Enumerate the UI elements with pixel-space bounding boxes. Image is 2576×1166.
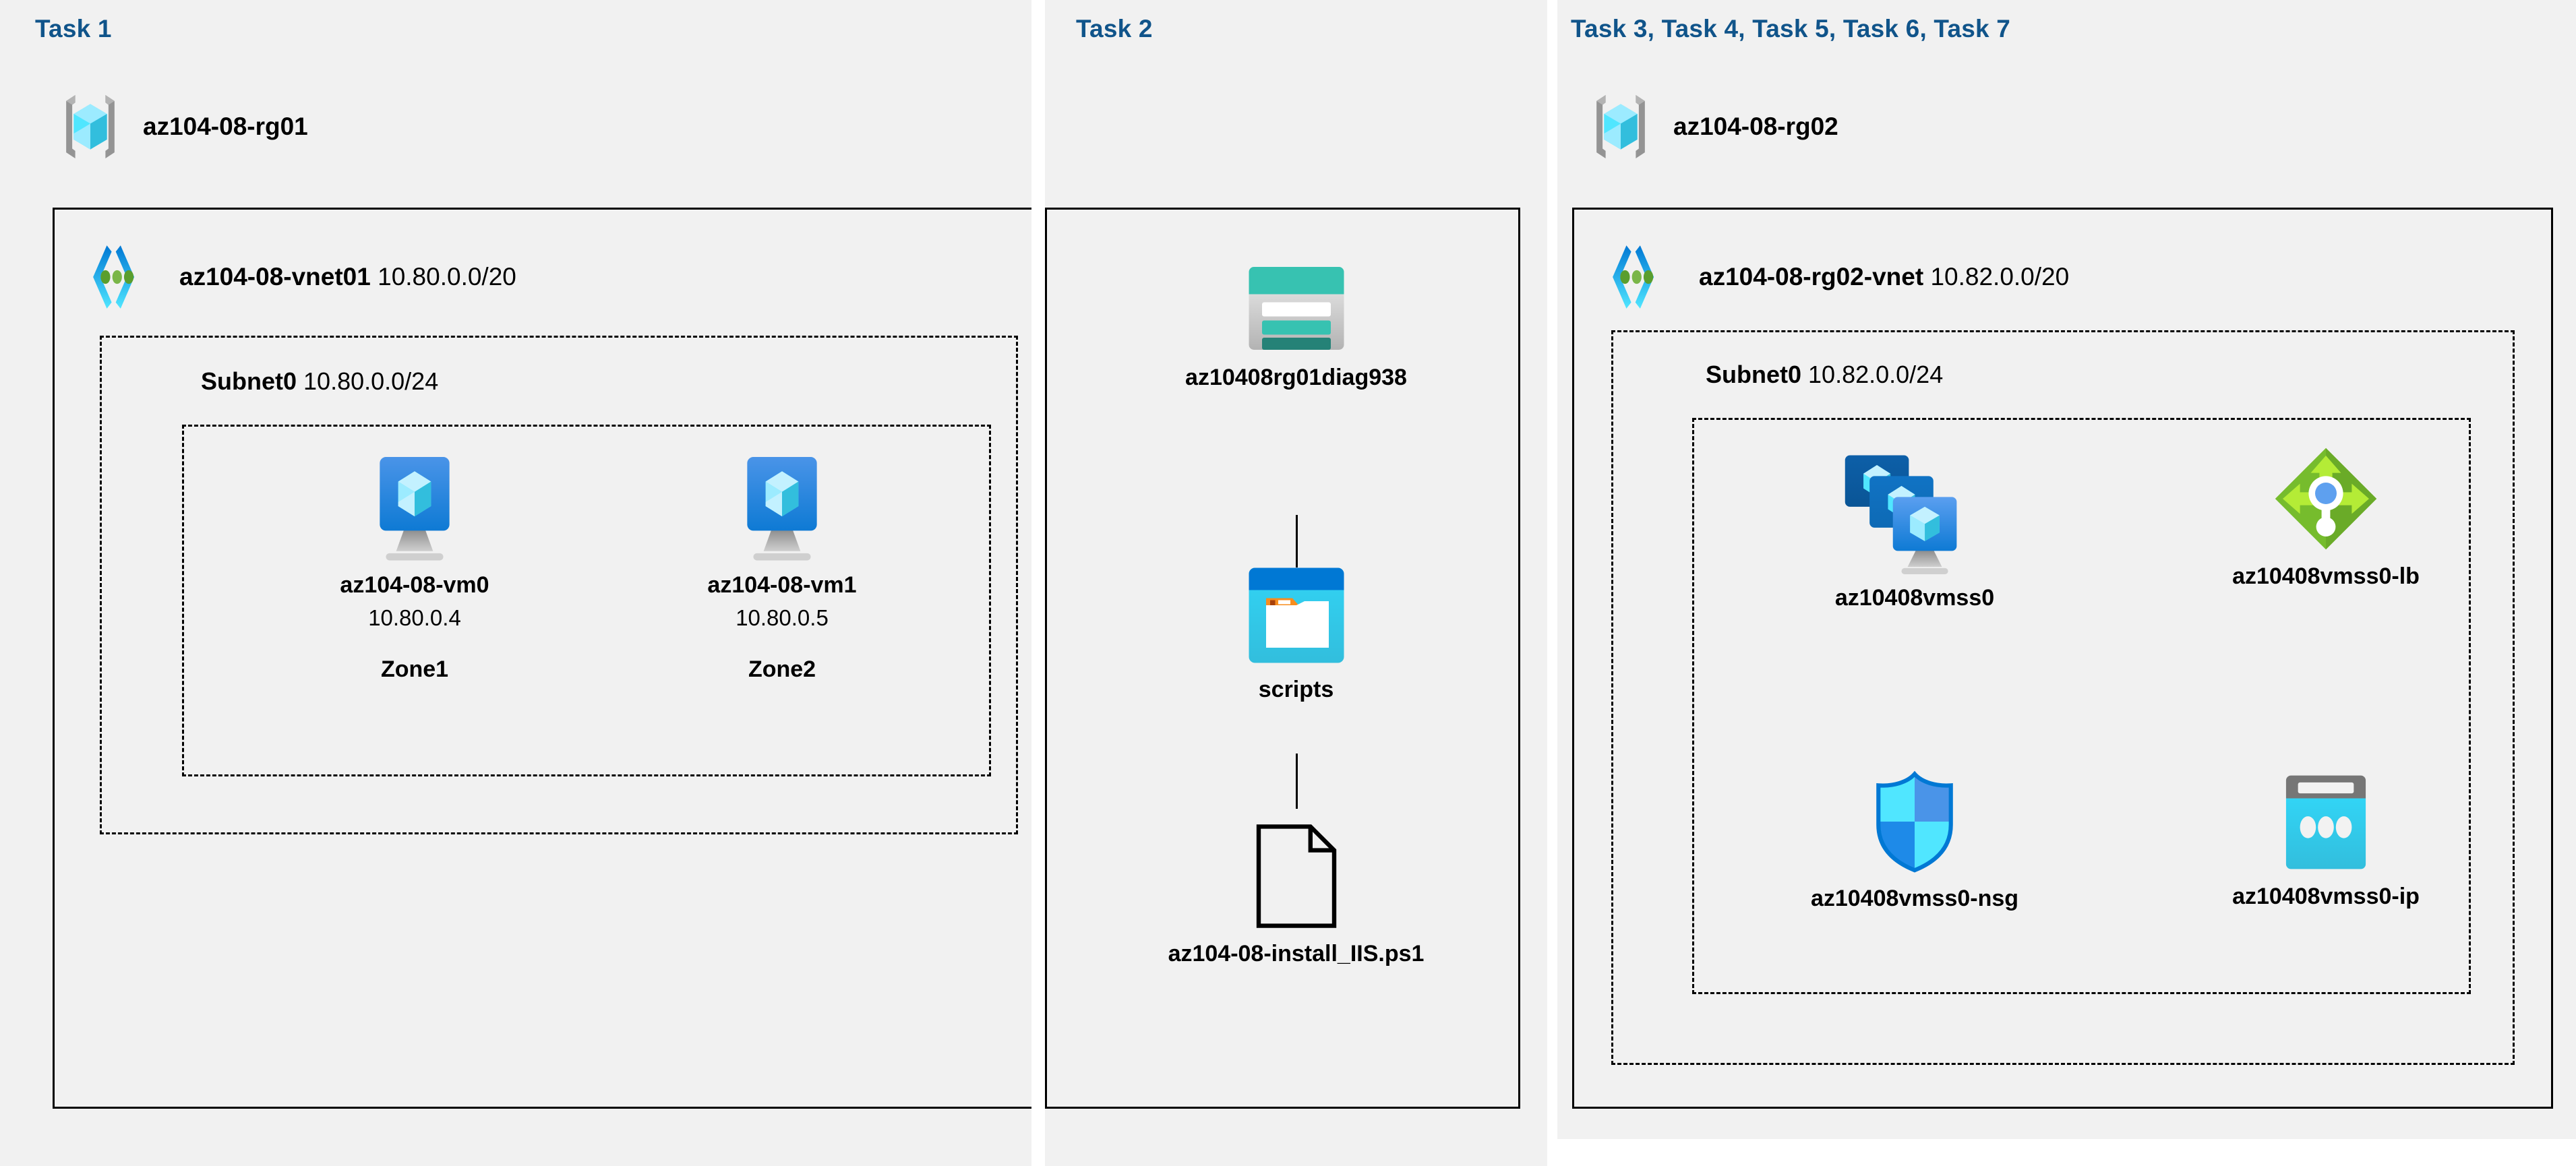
vnet-label-vnet01: az104-08-vnet01 10.80.0.0/20 — [179, 263, 516, 291]
subnet-name-b: Subnet0 — [1706, 361, 1802, 388]
node-vmss[interactable]: az10408vmss0 — [1766, 452, 2063, 611]
vnet02-boundary-box — [1572, 208, 2553, 1109]
resource-group-icon — [53, 89, 128, 164]
ps1-file-name: az104-08-install_IIS.ps1 — [1168, 941, 1425, 966]
vnet-header-vnet01: az104-08-vnet01 10.80.0.0/20 — [89, 243, 516, 311]
column-panel-task1 — [0, 0, 1031, 1166]
connector-container-to-file — [1296, 754, 1298, 809]
subnet0-a-boundary-box — [100, 336, 1018, 834]
blob-container-icon — [1246, 565, 1347, 666]
vnet-cidr-rg02vnet: 10.82.0.0/20 — [1930, 263, 2070, 290]
subnet0-b-boundary-box — [1611, 330, 2515, 1065]
load-balancer-icon — [2272, 445, 2380, 553]
node-public-ip[interactable]: az10408vmss0-ip — [2178, 772, 2474, 910]
vm0-zone: Zone1 — [380, 656, 449, 682]
vnet-name-rg02vnet: az104-08-rg02-vnet — [1699, 263, 1924, 290]
load-balancer-name: az10408vmss0-lb — [2232, 563, 2420, 589]
column-gap-2 — [1547, 206, 1557, 1112]
subnet-cidr-a: 10.80.0.0/24 — [303, 367, 439, 395]
subnet0-a-inner-box — [182, 425, 991, 776]
storage-account-icon — [1246, 263, 1347, 354]
resource-group-name-rg02: az104-08-rg02 — [1673, 113, 1838, 140]
subnet-title-a: Subnet0 10.80.0.0/24 — [201, 367, 438, 396]
subnet-name-a: Subnet0 — [201, 367, 297, 395]
file-icon — [1253, 822, 1340, 930]
resource-group-header-rg01: az104-08-rg01 — [53, 89, 308, 164]
nsg-name: az10408vmss0-nsg — [1810, 886, 2019, 911]
task2-box-right-edge — [1518, 208, 1520, 1109]
virtual-network-icon — [1609, 243, 1684, 311]
virtual-machine-icon — [363, 455, 466, 561]
vm-scale-set-icon — [1843, 452, 1987, 574]
blob-container-name: scripts — [1258, 677, 1334, 702]
vnet-cidr-vnet01: 10.80.0.0/20 — [378, 263, 516, 290]
node-nsg[interactable]: az10408vmss0-nsg — [1766, 768, 2063, 912]
resource-group-header-rg02: az104-08-rg02 — [1583, 89, 1838, 164]
subnet-cidr-b: 10.82.0.0/24 — [1808, 361, 1944, 388]
vm1-name: az104-08-vm1 — [707, 572, 857, 598]
node-ps1-file[interactable]: az104-08-install_IIS.ps1 — [1106, 822, 1487, 967]
vnet-label-rg02vnet: az104-08-rg02-vnet 10.82.0.0/20 — [1699, 263, 2069, 291]
column-gap-1 — [1031, 206, 1045, 1112]
vnet-name-vnet01: az104-08-vnet01 — [179, 263, 371, 290]
virtual-network-icon — [89, 243, 164, 311]
column-panel-task3 — [1557, 0, 2576, 1139]
task2-box-left-edge — [1045, 208, 1047, 1109]
vm0-name: az104-08-vm0 — [340, 572, 489, 598]
task-label-1: Task 1 — [35, 15, 112, 42]
node-blob-container[interactable]: scripts — [1106, 565, 1487, 703]
vm1-zone: Zone2 — [748, 656, 816, 682]
virtual-machine-icon — [731, 455, 833, 561]
network-security-group-icon — [1870, 768, 1959, 875]
connector-storage-to-container — [1296, 515, 1298, 567]
task-label-2: Task 2 — [1076, 15, 1153, 42]
node-storage-account[interactable]: az10408rg01diag938 — [1106, 263, 1487, 391]
public-ip-address-icon — [2282, 772, 2370, 873]
storage-account-name: az10408rg01diag938 — [1185, 365, 1407, 390]
node-vm0[interactable]: az104-08-vm0 10.80.0.4 Zone1 — [307, 455, 522, 683]
vm1-ip: 10.80.0.5 — [736, 605, 829, 630]
vmss-name: az10408vmss0 — [1834, 585, 1995, 611]
task-label-3: Task 3, Task 4, Task 5, Task 6, Task 7 — [1571, 15, 2011, 42]
vm0-ip: 10.80.0.4 — [368, 605, 461, 630]
subnet-title-b: Subnet0 10.82.0.0/24 — [1706, 361, 1943, 389]
vnet-header-rg02vnet: az104-08-rg02-vnet 10.82.0.0/20 — [1609, 243, 2069, 311]
resource-group-name-rg01: az104-08-rg01 — [143, 113, 308, 140]
node-load-balancer[interactable]: az10408vmss0-lb — [2178, 445, 2474, 590]
public-ip-name: az10408vmss0-ip — [2232, 884, 2420, 909]
subnet0-b-inner-box — [1692, 418, 2471, 994]
resource-group-icon — [1583, 89, 1658, 164]
node-vm1[interactable]: az104-08-vm1 10.80.0.5 Zone2 — [674, 455, 890, 683]
